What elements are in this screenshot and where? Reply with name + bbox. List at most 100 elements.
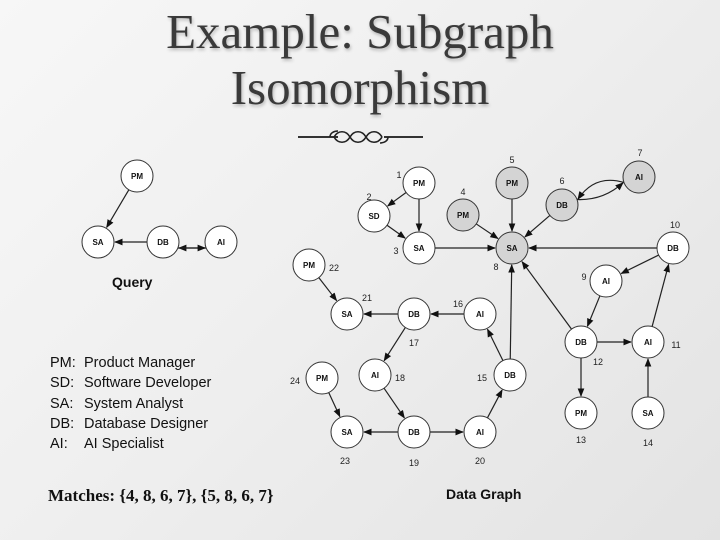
query-node-pm: PM xyxy=(120,159,154,193)
data-node-sa: SA3 xyxy=(393,231,436,265)
data-edge xyxy=(651,263,670,327)
query-node-db: DB xyxy=(146,225,180,259)
node-id-label: 4 xyxy=(460,187,465,197)
query-node-ai: AI xyxy=(204,225,238,259)
data-node-db: DB 6 xyxy=(545,176,579,222)
node-id-label: 1 xyxy=(396,170,401,180)
node-label: PM xyxy=(575,409,587,418)
data-node-sa: SA 21 xyxy=(330,293,372,331)
legend-item-db: DB:Database Designer xyxy=(50,415,209,432)
data-node-pm: PM 24 xyxy=(290,361,339,395)
node-id-label: 21 xyxy=(362,293,372,303)
node-label: DB xyxy=(575,338,587,347)
node-label: SA xyxy=(341,310,352,319)
node-id-label: 23 xyxy=(340,456,350,466)
data-edge xyxy=(508,264,515,360)
node-id-label: 13 xyxy=(576,435,586,445)
node-label: PM xyxy=(316,374,328,383)
data-node-sa: SA 23 xyxy=(330,415,364,466)
node-label: DB xyxy=(504,371,516,380)
node-id-label: 24 xyxy=(290,376,300,386)
node-id-label: 22 xyxy=(329,263,339,273)
query-graph-nodes: PM SA DB AI xyxy=(81,159,238,259)
node-label: AI xyxy=(635,173,643,182)
data-node-ai: AI9 xyxy=(581,264,623,298)
node-label: DB xyxy=(408,428,420,437)
node-label: PM xyxy=(457,211,469,220)
node-id-label: 15 xyxy=(477,373,487,383)
data-edge xyxy=(475,223,499,240)
data-node-sd: SD2 xyxy=(357,192,391,233)
node-id-label: 5 xyxy=(509,155,514,165)
data-node-pm: PM 4 xyxy=(446,187,480,232)
node-id-label: 10 xyxy=(670,220,680,230)
node-id-label: 6 xyxy=(559,176,564,186)
data-node-pm: PM1 xyxy=(396,166,436,200)
slide-title: Example: Subgraph Isomorphism xyxy=(0,4,720,116)
node-label: AI xyxy=(602,277,610,286)
node-id-label: 16 xyxy=(453,299,463,309)
node-id-label: 8 xyxy=(493,262,498,272)
data-edge xyxy=(486,328,504,361)
data-node-db: DB 17 xyxy=(397,297,431,348)
node-id-label: 7 xyxy=(637,148,642,158)
query-caption: Query xyxy=(112,274,153,290)
node-id-label: 19 xyxy=(409,458,419,468)
node-label: AI xyxy=(217,238,225,247)
node-label: SA xyxy=(341,428,352,437)
node-id-label: 14 xyxy=(643,438,653,448)
title-line-2: Isomorphism xyxy=(230,60,490,115)
node-id-label: 11 xyxy=(671,340,680,350)
node-label: SA xyxy=(642,409,653,418)
data-node-pm: PM 13 xyxy=(564,396,598,445)
query-node-sa: SA xyxy=(81,225,115,259)
data-node-db: DB 19 xyxy=(397,415,431,468)
node-id-label: 17 xyxy=(409,338,419,348)
node-id-label: 20 xyxy=(475,456,485,466)
node-label: DB xyxy=(667,244,679,253)
legend-item-sa: SA:System Analyst xyxy=(50,395,184,412)
node-label: SA xyxy=(413,244,424,253)
data-node-sa: SA 8 xyxy=(493,231,529,272)
data-node-db: DB 15 xyxy=(477,358,527,392)
matches-text: Matches: {4, 8, 6, 7}, {5, 8, 6, 7} xyxy=(48,486,274,505)
data-edge xyxy=(387,191,407,207)
title-divider-ornament xyxy=(298,130,423,144)
node-label: PM xyxy=(131,172,143,181)
data-edge xyxy=(620,254,659,275)
data-node-sa: SA 14 xyxy=(631,396,665,448)
data-edge xyxy=(486,389,503,419)
legend-item-ai: AI:AI Specialist xyxy=(50,436,164,453)
node-label: DB xyxy=(157,238,169,247)
data-node-ai: AI 20 xyxy=(463,415,497,466)
data-edge xyxy=(383,387,405,419)
data-edge xyxy=(586,295,601,328)
node-label: SA xyxy=(92,238,103,247)
query-graph-edges xyxy=(106,189,207,252)
node-label: DB xyxy=(556,201,568,210)
legend-item-sd: SD:Software Developer xyxy=(50,375,212,392)
node-label: DB xyxy=(408,310,420,319)
query-edge xyxy=(106,189,130,229)
title-line-1: Example: Subgraph xyxy=(166,4,554,59)
data-node-pm: PM 22 xyxy=(292,248,339,282)
node-label: AI xyxy=(476,310,484,319)
data-edge xyxy=(577,179,625,200)
node-label: AI xyxy=(476,428,484,437)
data-edge xyxy=(521,261,573,330)
data-edge xyxy=(318,277,338,302)
data-graph-caption: Data Graph xyxy=(446,486,522,502)
node-label: PM xyxy=(506,179,518,188)
legend-item-pm: PM:Product Manager xyxy=(50,355,196,371)
node-label: PM xyxy=(303,261,315,270)
data-node-ai: AI 16 xyxy=(453,297,497,331)
node-label: SA xyxy=(506,244,517,253)
data-graph-edges xyxy=(318,179,670,436)
data-node-pm: PM 5 xyxy=(495,155,529,200)
node-id-label: 18 xyxy=(395,373,405,383)
